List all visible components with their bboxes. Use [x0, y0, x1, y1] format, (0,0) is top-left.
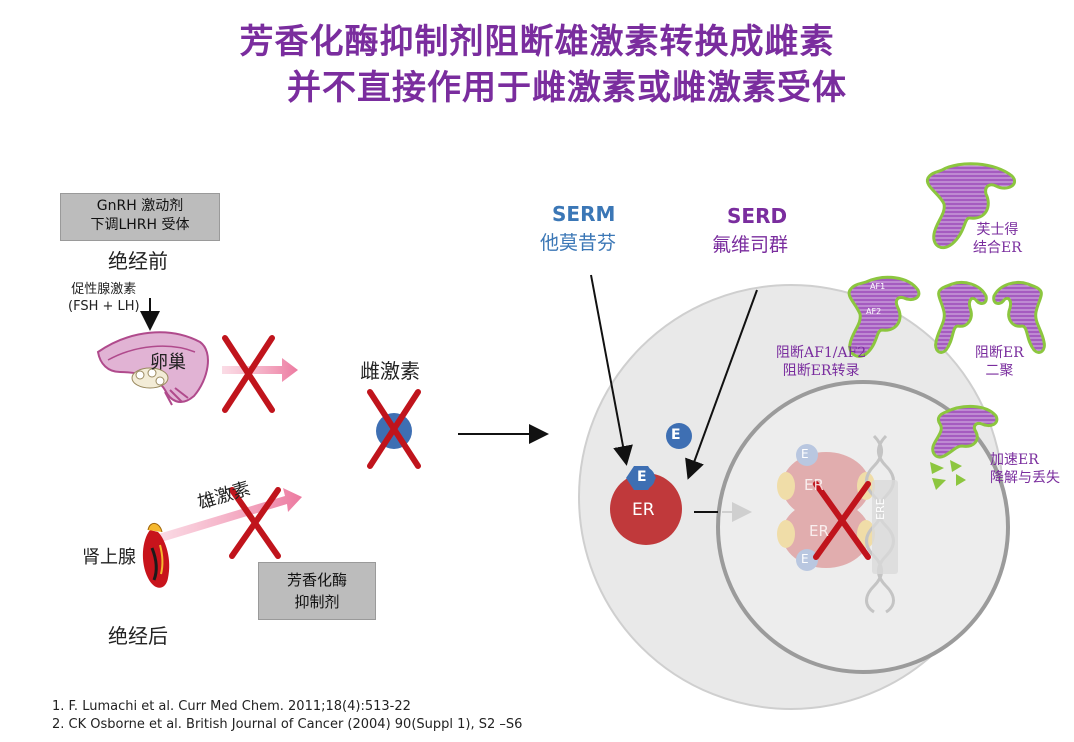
ai-line-1: 芳香化酶 — [286, 571, 347, 589]
receptor-af-icon — [847, 275, 921, 358]
reference-1: 1. F. Lumachi et al. Curr Med Chem. 2011… — [52, 699, 411, 714]
adrenal-illustration — [142, 523, 170, 588]
estrogen-block-cross — [367, 389, 421, 469]
er-receptor — [610, 473, 682, 545]
effect-degrade-line-2: 降解与丢失 — [990, 470, 1060, 486]
effect-dimer-label: 阻断ER 二聚 — [975, 344, 1024, 380]
effect-bind-label: 芙士得 结合ER — [973, 221, 1022, 257]
af1-tag: AF1 — [870, 282, 886, 291]
dimer-er-top: ER — [804, 476, 824, 494]
free-estrogen — [666, 423, 692, 449]
gnrh-line-1: GnRH 激动剂 — [96, 198, 184, 214]
receptor-degrade-icon — [930, 405, 999, 490]
gonadotropin-label: 促性腺激素 (FSH + LH) — [68, 281, 140, 315]
effect-af-line-1: 阻断AF1/AF2 — [776, 345, 867, 361]
serd-title: SERD — [727, 204, 788, 228]
dimer-e-top: E — [801, 447, 809, 461]
bound-estrogen-letter: E — [637, 469, 647, 485]
premenopause-label: 绝经前 — [108, 249, 168, 273]
title-line-2: 并不直接作用于雌激素或雌激素受体 — [287, 68, 847, 108]
serd-drug: 氟维司群 — [712, 234, 789, 256]
effect-degrade-label: 加速ER 降解与丢失 — [990, 451, 1060, 487]
androgen-arrow — [155, 488, 302, 543]
free-estrogen-letter: E — [671, 427, 681, 443]
gonadotropin-line-1: 促性腺激素 — [71, 282, 137, 297]
dimer-e-bottom: E — [801, 552, 809, 566]
androgen-block-cross — [229, 487, 281, 559]
serm-arrow — [590, 274, 633, 466]
postmenopause-label: 绝经后 — [108, 624, 168, 648]
effect-af-line-2: 阻断ER转录 — [782, 363, 860, 379]
estrogen-label: 雌激素 — [360, 359, 420, 383]
dimer-er-bottom: ER — [809, 522, 829, 540]
reference-2: 2. CK Osborne et al. British Journal of … — [52, 717, 523, 732]
effect-bind-line-2: 结合ER — [973, 240, 1022, 256]
ere-box — [872, 480, 898, 574]
effect-bind-line-1: 芙士得 — [976, 222, 1019, 238]
er-letter: ER — [632, 500, 655, 520]
transcription-block-cross — [813, 481, 871, 560]
effect-dimer-line-1: 阻断ER — [975, 345, 1024, 361]
effect-degrade-line-1: 加速ER — [990, 452, 1039, 468]
effect-af-label: 阻断AF1/AF2 阻断ER转录 — [776, 344, 866, 380]
effect-dimer-line-2: 二聚 — [985, 363, 1014, 379]
receptor-bind-icon — [925, 162, 1017, 250]
ovary-block-cross — [222, 335, 275, 413]
ovary-output-arrow — [222, 358, 298, 382]
title-line-1: 芳香化酶抑制剂阻断雄激素转换成雌素 — [239, 22, 835, 62]
gnrh-line-2: 下调LHRH 受体 — [90, 217, 190, 233]
gnrh-agonist-box: GnRH 激动剂 下调LHRH 受体 — [60, 193, 220, 241]
aromatase-inhibitor-box: 芳香化酶 抑制剂 — [258, 562, 376, 620]
ovary-illustration — [96, 331, 209, 406]
bound-estrogen — [633, 467, 655, 489]
receptor-dimer-icon — [934, 281, 1046, 354]
ere-label: ERE — [874, 498, 887, 520]
ai-line-2: 抑制剂 — [294, 593, 340, 611]
serm-title: SERM — [552, 202, 616, 226]
adrenal-label: 肾上腺 — [82, 547, 136, 568]
serm-drug: 他莫昔芬 — [540, 232, 617, 254]
serd-arrow — [685, 289, 758, 480]
af2-tag: AF2 — [866, 307, 882, 316]
gonadotropin-line-2: (FSH + LH) — [68, 299, 140, 314]
ovary-label: 卵巢 — [150, 352, 186, 373]
